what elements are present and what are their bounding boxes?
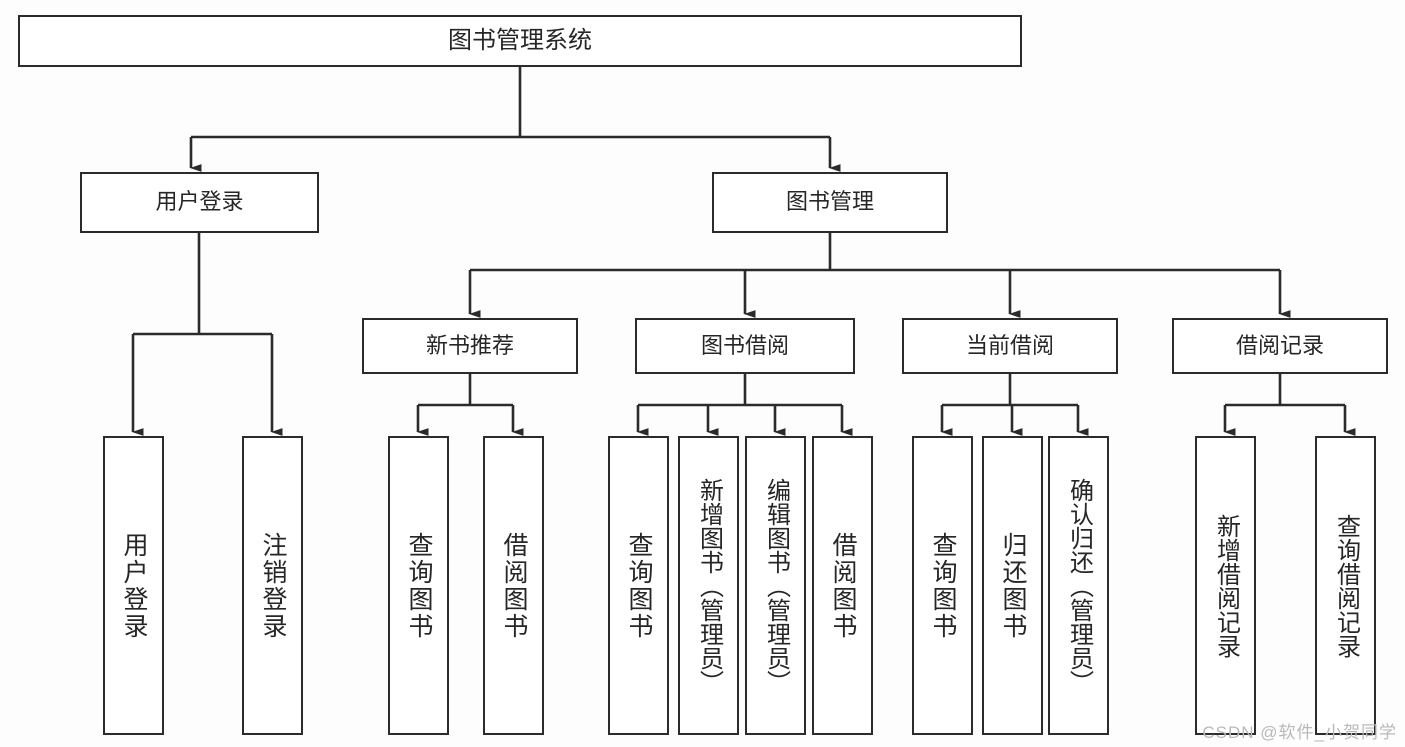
node-label: 用户登录 <box>155 189 244 215</box>
leaf-query-borrow-record[interactable]: 查询借阅记录 <box>1315 436 1376 735</box>
leaf-edit-book-admin[interactable]: 编辑图书（管理员） <box>745 436 806 735</box>
node-label: 新书推荐 <box>425 332 514 358</box>
node-label: 图书借阅 <box>700 332 789 358</box>
node-root-system[interactable]: 图书管理系统 <box>18 15 1022 67</box>
node-label: 借阅记录 <box>1235 332 1324 358</box>
node-label: 确认归还（管理员） <box>1065 477 1093 694</box>
node-label: 图书管理系统 <box>448 26 592 54</box>
node-label: 归还图书 <box>999 531 1027 640</box>
node-label: 新增图书（管理员） <box>695 477 723 694</box>
node-label: 用户登录 <box>120 531 148 640</box>
leaf-borrow-books-recommend[interactable]: 借阅图书 <box>483 436 544 735</box>
node-label: 新增借阅记录 <box>1212 513 1240 658</box>
node-label: 查询图书 <box>625 531 653 640</box>
leaf-borrow-books[interactable]: 借阅图书 <box>812 436 873 735</box>
leaf-add-book-admin[interactable]: 新增图书（管理员） <box>678 436 739 735</box>
node-current-borrow[interactable]: 当前借阅 <box>902 318 1118 374</box>
leaf-logout[interactable]: 注销登录 <box>242 436 303 735</box>
node-borrow-history[interactable]: 借阅记录 <box>1172 318 1388 374</box>
leaf-confirm-return-admin[interactable]: 确认归还（管理员） <box>1048 436 1109 735</box>
node-new-book-recommend[interactable]: 新书推荐 <box>362 318 578 374</box>
node-label: 查询借阅记录 <box>1332 513 1360 658</box>
leaf-user-login[interactable]: 用户登录 <box>103 436 164 735</box>
watermark: CSDN @软件_小贺同学 <box>1202 723 1397 742</box>
leaf-query-books-recommend[interactable]: 查询图书 <box>388 436 449 735</box>
leaf-query-books[interactable]: 查询图书 <box>608 436 669 735</box>
node-label: 查询图书 <box>405 531 433 640</box>
node-label: 注销登录 <box>259 531 287 640</box>
leaf-return-books[interactable]: 归还图书 <box>982 436 1043 735</box>
node-label: 借阅图书 <box>500 531 528 640</box>
node-label: 查询图书 <box>929 531 957 640</box>
node-label: 图书管理 <box>785 189 874 215</box>
node-label: 借阅图书 <box>829 531 857 640</box>
node-book-management[interactable]: 图书管理 <box>712 172 948 233</box>
leaf-add-borrow-record[interactable]: 新增借阅记录 <box>1195 436 1256 735</box>
node-book-borrow[interactable]: 图书借阅 <box>635 318 855 374</box>
node-label: 当前借阅 <box>965 332 1054 358</box>
node-user-login[interactable]: 用户登录 <box>80 172 319 233</box>
node-label: 编辑图书（管理员） <box>762 477 790 694</box>
leaf-query-books-current[interactable]: 查询图书 <box>912 436 973 735</box>
